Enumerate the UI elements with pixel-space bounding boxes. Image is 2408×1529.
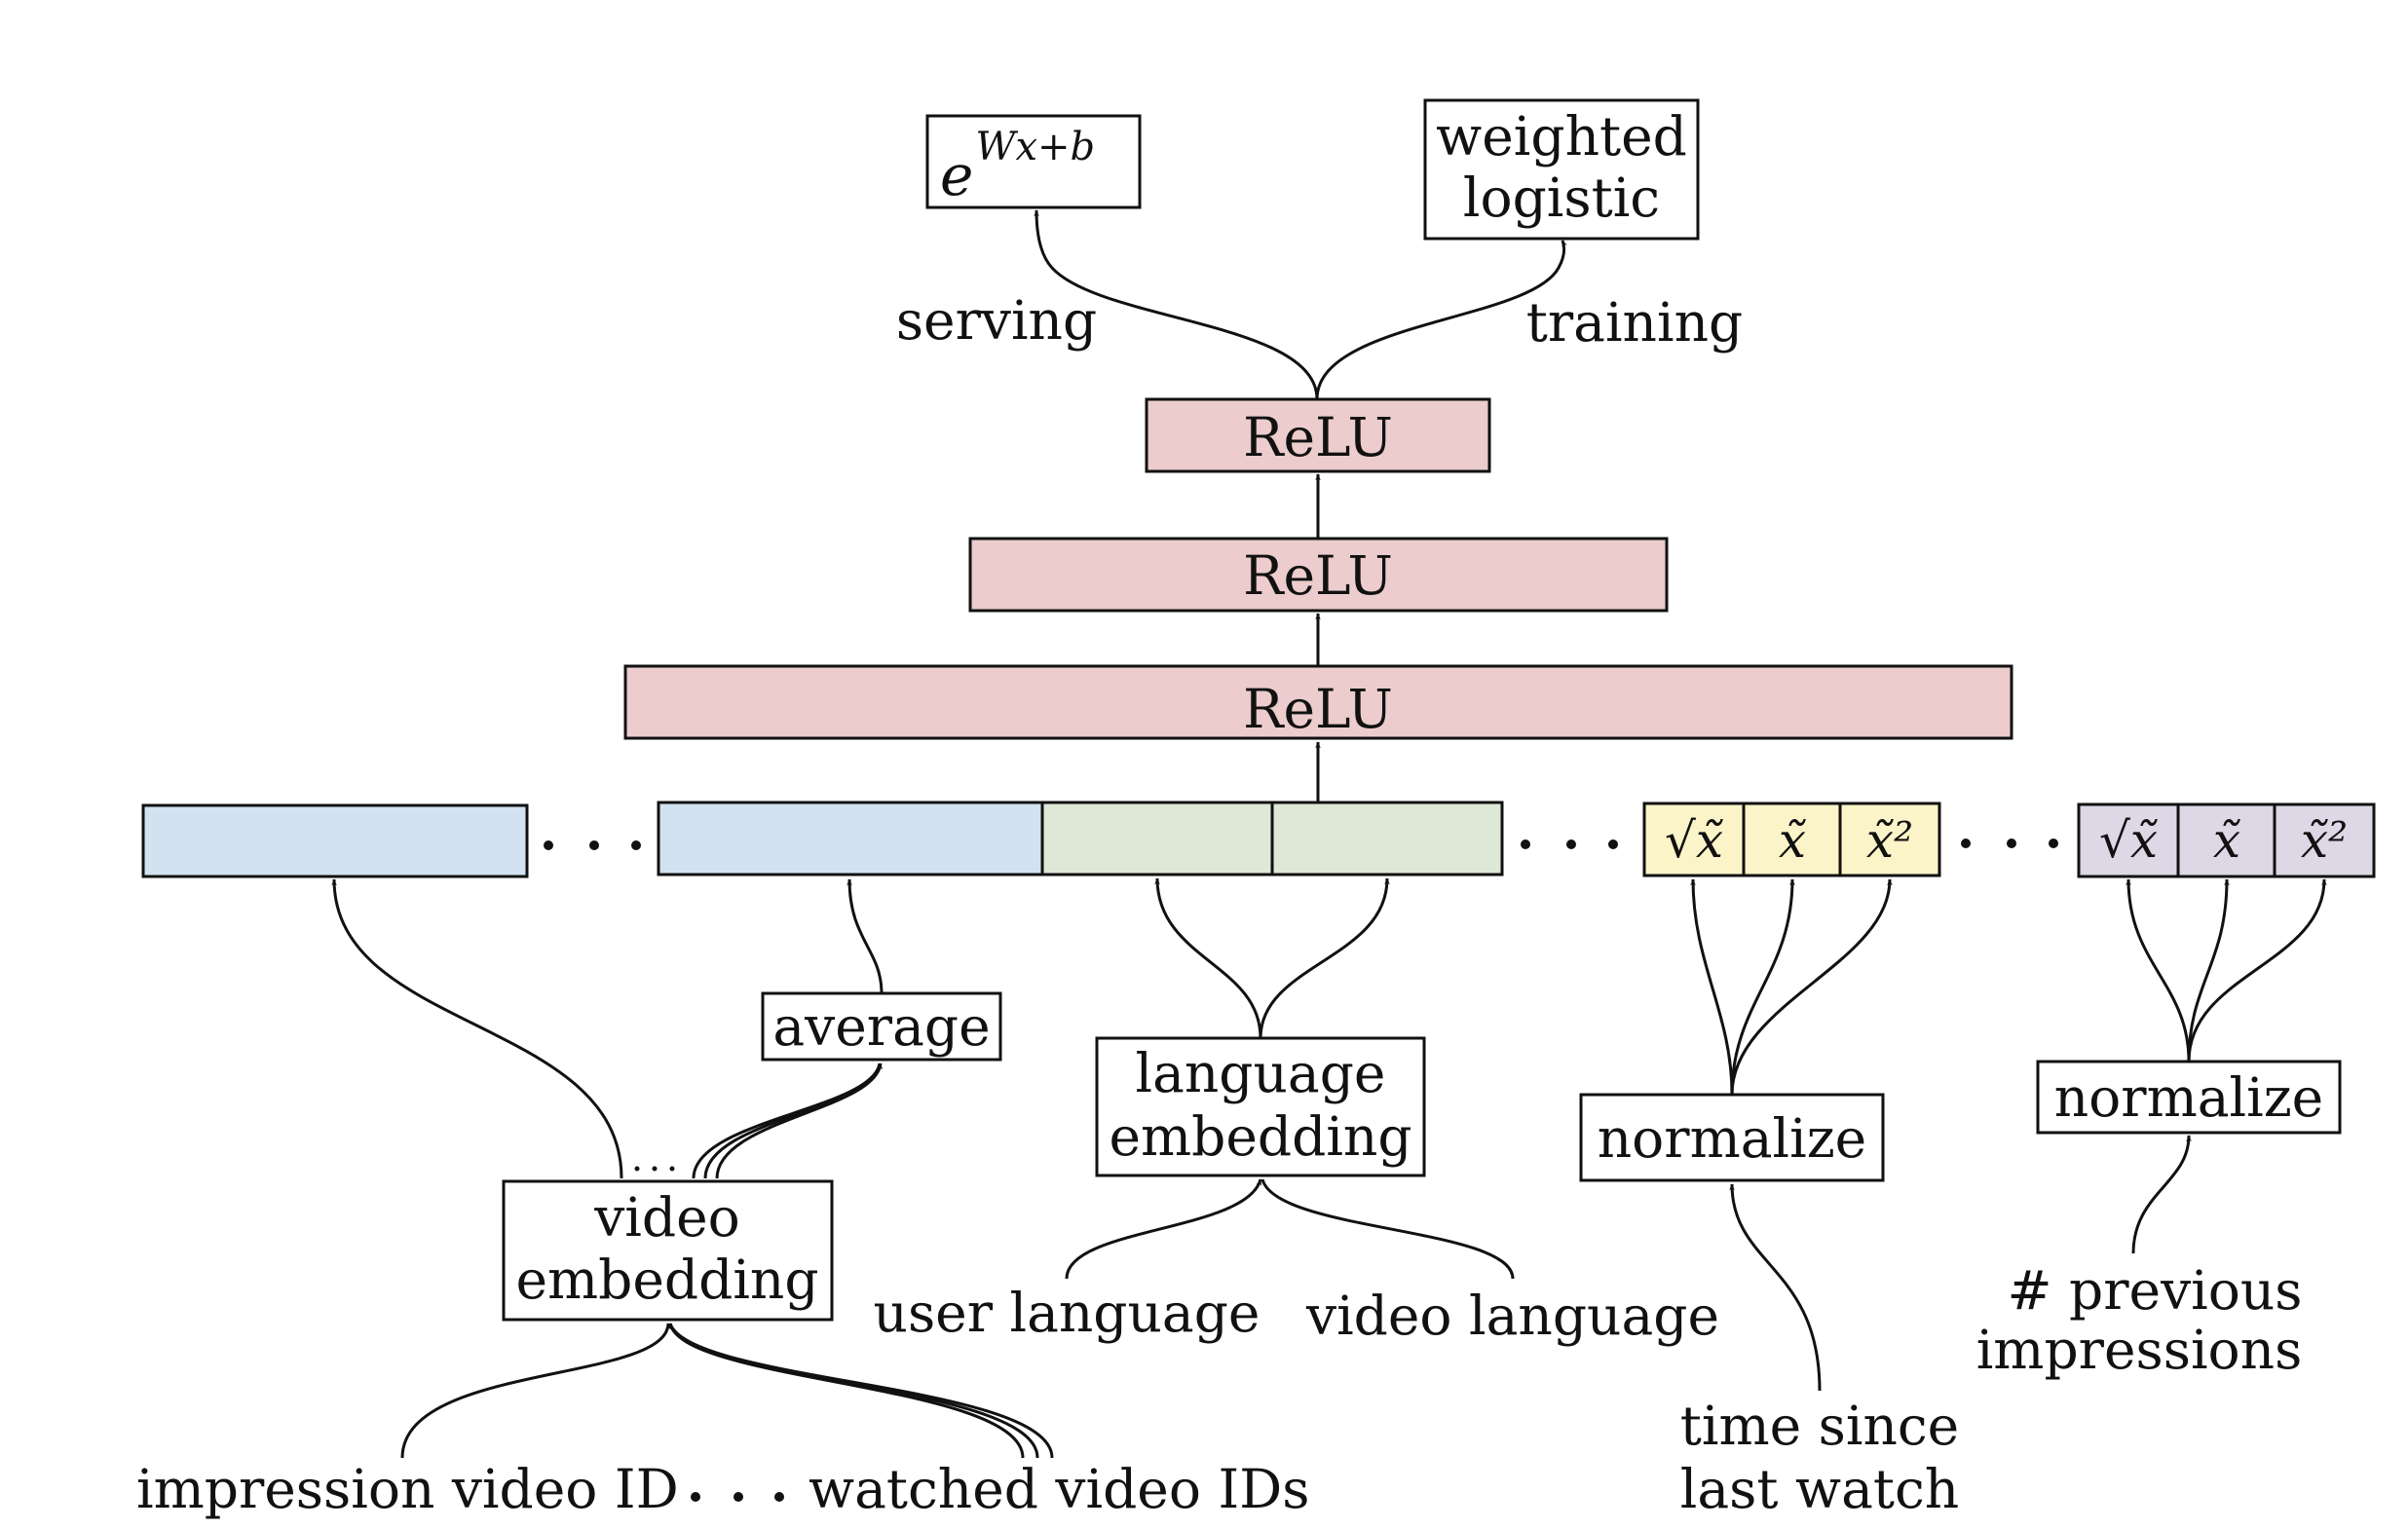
normalize-impr-to-sqrt-edge [2126, 878, 2191, 1063]
video-language-label: video language [1305, 1285, 1719, 1347]
time-linear-cell [1742, 802, 1842, 877]
training-label: training [1526, 291, 1743, 354]
time-linear-label: x̃ [1779, 812, 1806, 869]
normalize-time-to-sqrt-edge [1690, 878, 1734, 1096]
relu-layer-top-box [1145, 397, 1491, 473]
ellipsis-dots-1 [544, 840, 641, 850]
watched-videos-embedding-cell [657, 801, 1044, 876]
normalize-time-to-linear-edge [1730, 878, 1795, 1096]
normalize-time-to-square-edge [1730, 878, 1893, 1096]
time-input-to-normalize-edge [1729, 1183, 1822, 1392]
impression-id-to-video-embedding-edge [400, 1323, 671, 1459]
video-embedding-to-impression-cell-edge [331, 878, 623, 1179]
impr-sqrt-cell [2077, 802, 2180, 878]
ellipsis-dots-2 [1521, 839, 1618, 849]
normalize-impr-to-square-edge [2187, 878, 2327, 1063]
impression-video-embedding-cell [141, 803, 529, 878]
watched-to-average-edge-3 [715, 1063, 884, 1179]
ellipsis-dots-bottom [691, 1492, 784, 1502]
time-square-cell [1838, 802, 1941, 877]
language-embedding-box [1095, 1036, 1426, 1177]
user-language-to-embedding-edge [1065, 1178, 1262, 1280]
language-to-video-cell-edge [1259, 877, 1390, 1039]
time-since-last-watch-line-2: last watch [1680, 1458, 1959, 1520]
normalize-impr-to-linear-edge [2187, 878, 2230, 1063]
normalize-impressions-box [2036, 1060, 2342, 1135]
ellipsis-dots-small [634, 1166, 675, 1172]
relu-layer-top: ReLU [1243, 406, 1393, 468]
serving-edge [1034, 209, 1319, 400]
time-sqrt-cell [1642, 802, 1746, 877]
ellipsis-dots-3 [1961, 839, 2058, 848]
formula-exponent: Wx+b [975, 125, 1095, 169]
serving-formula-box [925, 114, 1142, 209]
relu-layer-middle: ReLU [1243, 544, 1393, 607]
formula-base: e [940, 142, 973, 208]
impr-sqrt-label: √x̃ [2099, 812, 2158, 869]
watched-video-ids-label: watched video IDs [809, 1458, 1310, 1520]
normalize-time-label: normalize [1598, 1107, 1866, 1170]
language-embedding-line-2: embedding [1109, 1105, 1411, 1168]
watched-ids-to-video-embedding-edge-3 [668, 1323, 1054, 1459]
relu-layer-bottom-box [623, 664, 2013, 740]
normalize-impressions-label: normalize [2054, 1066, 2323, 1129]
impr-linear-label: x̃ [2213, 812, 2240, 869]
average-box [761, 991, 1002, 1062]
previous-impressions-line-2: impressions [1976, 1319, 2303, 1381]
previous-impressions-line-1: # previous [2007, 1259, 2302, 1322]
time-since-last-watch-line-1: time since [1680, 1395, 1959, 1457]
serving-formula: eWx+b [940, 125, 1095, 208]
weighted-logistic-line-1: weighted [1436, 105, 1687, 168]
watched-to-average-edge-2 [703, 1063, 882, 1179]
time-sqrt-label: √x̃ [1665, 812, 1723, 869]
average-label: average [772, 995, 990, 1058]
serving-label: serving [896, 289, 1097, 352]
time-square-label: x̃² [1866, 812, 1913, 869]
impression-video-id-label: impression video ID [136, 1458, 679, 1520]
weighted-logistic-line-2: logistic [1463, 167, 1660, 229]
video-language-to-embedding-edge [1260, 1178, 1515, 1280]
video-embedding-box [502, 1179, 834, 1322]
normalize-time-box [1579, 1093, 1885, 1182]
language-to-user-cell-edge [1154, 877, 1262, 1039]
training-edge [1315, 240, 1567, 400]
impr-square-cell [2273, 802, 2376, 878]
impressions-input-to-normalize-edge [2131, 1135, 2192, 1254]
video-language-embedding-cell [1270, 801, 1504, 876]
video-embedding-line-1: video [593, 1186, 740, 1249]
weighted-logistic-box [1423, 98, 1700, 241]
relu-layer-bottom: ReLU [1243, 678, 1393, 740]
user-language-label: user language [874, 1282, 1260, 1344]
impr-square-label: x̃² [2301, 812, 2348, 869]
language-embedding-line-1: language [1136, 1042, 1386, 1104]
video-embedding-line-2: embedding [515, 1249, 818, 1311]
user-language-embedding-cell [1040, 801, 1274, 876]
average-to-cell-edge [847, 878, 884, 994]
